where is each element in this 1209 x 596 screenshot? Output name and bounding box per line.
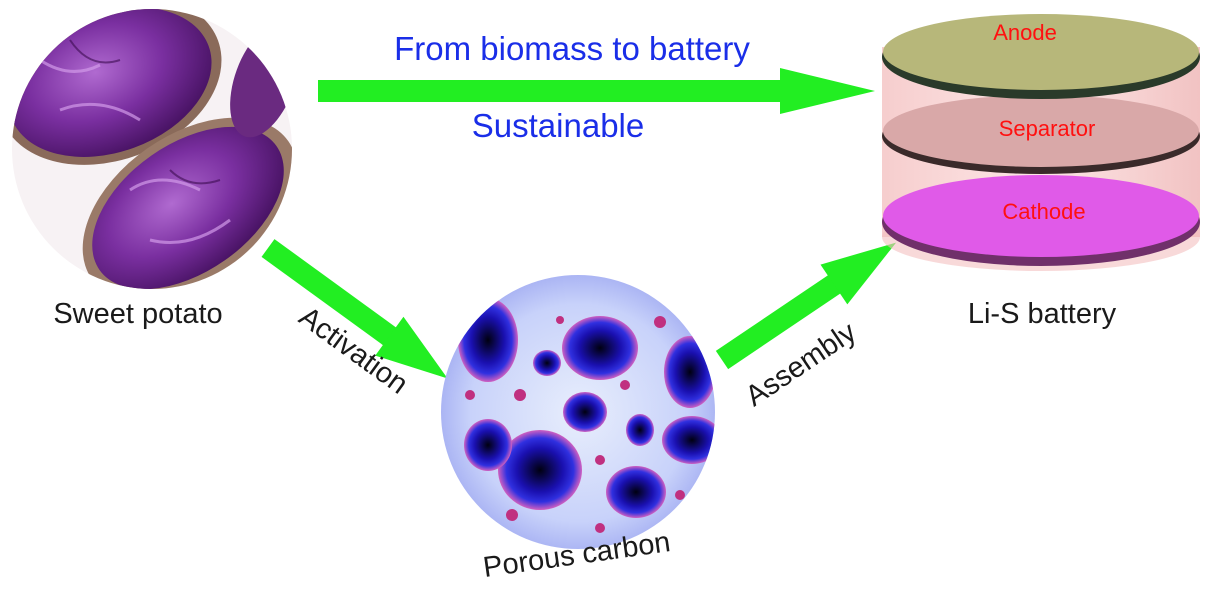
- anode-label: Anode: [993, 20, 1057, 45]
- cathode-layer: Cathode: [882, 175, 1200, 266]
- separator-layer: Separator: [882, 95, 1200, 174]
- separator-label: Separator: [999, 116, 1096, 141]
- header-subtitle: Sustainable: [472, 107, 644, 144]
- sweet-potato-image: [12, 9, 292, 289]
- li-s-battery-label: Li-S battery: [968, 298, 1117, 330]
- arrow-biomass-to-battery: [318, 68, 875, 114]
- sweet-potato-label: Sweet potato: [53, 298, 222, 330]
- li-s-battery: Cathode Separator Anode: [882, 14, 1200, 271]
- arrow-activation: [261, 239, 448, 379]
- arrow-assembly: [715, 242, 897, 370]
- cathode-label: Cathode: [1002, 199, 1085, 224]
- header-title: From biomass to battery: [394, 30, 750, 67]
- porous-carbon-image: [441, 275, 715, 549]
- anode-layer: Anode: [882, 14, 1200, 99]
